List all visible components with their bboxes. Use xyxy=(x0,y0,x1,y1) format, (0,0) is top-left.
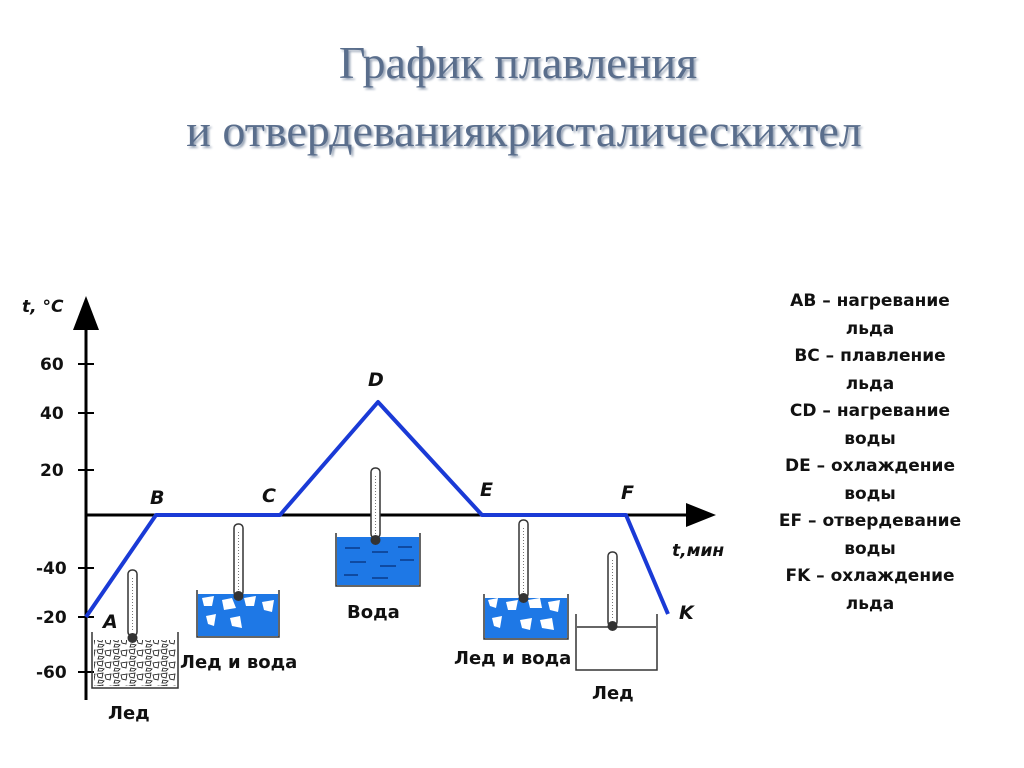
melting-curve xyxy=(84,400,670,619)
x-axis-label: t,мин xyxy=(672,541,724,561)
legend-line: AB – нагревание xyxy=(790,291,950,311)
legend-line: CD – нагревание xyxy=(789,401,951,421)
legend-line: льда xyxy=(845,373,895,394)
point-label-e: E xyxy=(480,479,493,501)
y-tick-label: 20 xyxy=(40,461,64,481)
caption-water: Вода xyxy=(347,602,400,623)
y-axis-arrow xyxy=(73,296,99,330)
legend-line: BC – плавление xyxy=(794,346,946,366)
page-title: График плавления xyxy=(338,37,698,88)
legend-line: льда xyxy=(845,593,895,614)
water-beaker xyxy=(335,467,421,587)
point-label-d: D xyxy=(368,369,384,391)
legend-line: воды xyxy=(844,483,896,504)
y-ticks xyxy=(78,363,94,673)
point-label-f: F xyxy=(621,482,634,504)
y-tick-label: 60 xyxy=(40,355,64,375)
legend-line: FK – охлаждение xyxy=(785,566,955,586)
point-label-k: K xyxy=(679,602,695,624)
x-axis-arrow xyxy=(686,503,716,527)
legend-line: воды xyxy=(844,538,896,559)
y-tick-label: -20 xyxy=(36,608,67,628)
legend-line: льда xyxy=(845,318,895,339)
caption-ice-2: Лед xyxy=(592,683,634,704)
ice-water-beaker-2 xyxy=(483,519,569,640)
y-tick-label: 40 xyxy=(40,404,64,424)
y-axis-label: t, °C xyxy=(22,297,64,317)
y-tick-label: -60 xyxy=(36,663,67,683)
caption-ice-and-water-1: Лед и вода xyxy=(180,652,297,673)
legend-line: DE – охлаждение xyxy=(785,456,955,476)
legend: AB – нагревание льда BC – плавление льда… xyxy=(750,288,990,618)
caption-ice: Лед xyxy=(108,703,150,724)
point-label-c: C xyxy=(262,485,276,507)
y-tick-label: -40 xyxy=(36,559,67,579)
ice-water-beaker xyxy=(196,523,280,638)
caption-ice-and-water-2: Лед и вода xyxy=(454,648,571,669)
point-label-a: A xyxy=(101,611,118,633)
ice-beaker xyxy=(91,569,179,689)
point-label-b: B xyxy=(150,487,164,509)
legend-line: воды xyxy=(844,428,896,449)
legend-line: EF – отвердевание xyxy=(778,511,962,531)
page-subtitle: и отвердеваниякристалическихтел xyxy=(186,105,862,156)
ice-beaker-2 xyxy=(575,551,658,671)
